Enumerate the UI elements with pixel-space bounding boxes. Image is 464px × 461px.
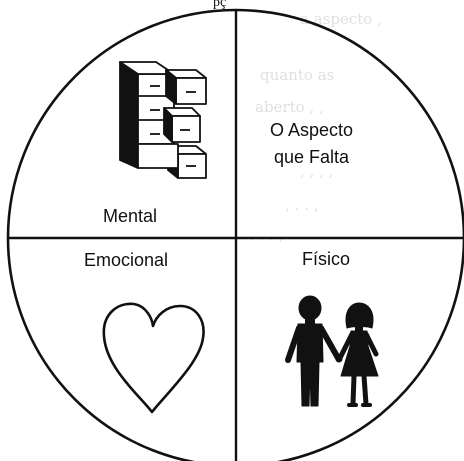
filing-cabinet-icon <box>119 61 207 179</box>
svg-text:. . . ,: . . . , <box>250 226 283 244</box>
svg-text:a aspecto ,: a aspecto , <box>300 10 382 28</box>
couple-icon <box>285 295 379 407</box>
label-mental: Mental <box>103 206 157 226</box>
bleed-through-texture: a aspecto , quanto as aberto , , , , , ,… <box>250 10 382 244</box>
svg-text:aberto , ,: aberto , , <box>255 98 324 116</box>
header-fragment: pç <box>213 0 226 10</box>
girl-figure-icon <box>337 302 379 407</box>
svg-text:, . . ,: , . . , <box>285 196 318 214</box>
label-missing-aspect-line1: O Aspecto <box>270 120 353 140</box>
label-physical: Físico <box>302 249 350 269</box>
boy-figure-icon <box>285 295 341 407</box>
svg-text:, , , ,: , , , , <box>300 162 333 180</box>
label-emotional: Emocional <box>84 250 168 270</box>
svg-text:quanto as: quanto as <box>260 66 334 84</box>
heart-icon <box>102 302 205 414</box>
joined-hands <box>335 355 343 363</box>
label-missing-aspect-line2: que Falta <box>274 147 350 167</box>
